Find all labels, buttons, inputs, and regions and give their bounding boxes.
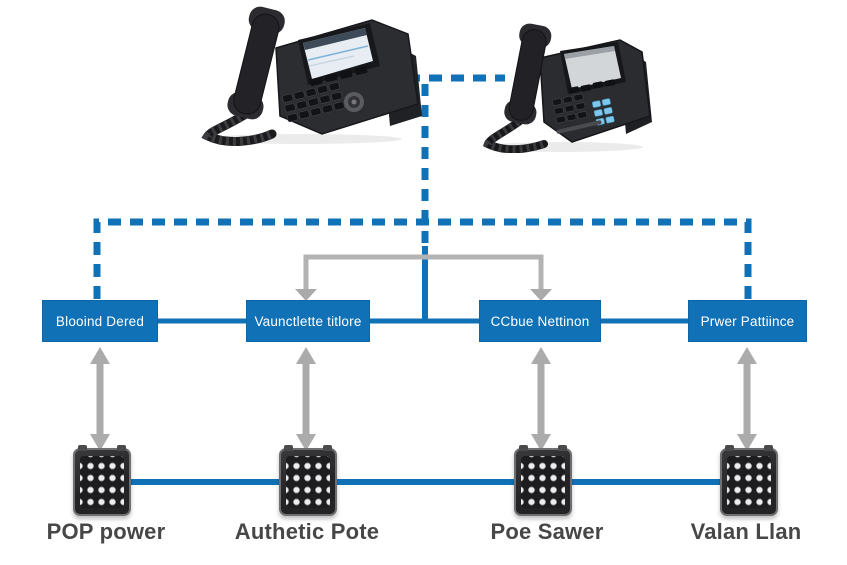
keypad-tab: [78, 445, 87, 451]
node-box-3: CCbue Nettinon: [479, 300, 601, 342]
keypad-buttons: [727, 456, 771, 508]
keypad-buttons: [521, 456, 565, 508]
double-arrow-icon: [737, 347, 757, 451]
keypad-tab: [284, 445, 293, 451]
keypad-buttons: [80, 456, 124, 508]
desk-phone-right-image: [468, 18, 653, 153]
device-caption-1: POP power: [46, 519, 166, 544]
node-box-2: Vaunctlette titlore: [246, 300, 370, 342]
node-label: Blooind Dered: [55, 313, 145, 329]
desk-phone-left-image: [182, 4, 424, 146]
node-label: Prwer Pattiince: [700, 313, 795, 329]
double-arrow-icon: [531, 347, 551, 451]
outer-dashed-bracket: [93, 218, 752, 299]
node-label: Vaunctlette titlore: [254, 313, 362, 329]
double-arrows: [90, 347, 757, 451]
keypad-device-icon: [73, 445, 131, 516]
keypad-tab: [117, 445, 126, 451]
keypad-buttons: [286, 456, 330, 508]
keypad-tab: [323, 445, 332, 451]
down-arrowhead-icon: [530, 289, 552, 301]
keypad-device-icon: [514, 445, 572, 516]
node-box-4: Prwer Pattiince: [688, 300, 807, 342]
node-label: CCbue Nettinon: [490, 313, 590, 329]
keypad-device-icon: [720, 445, 778, 516]
double-arrow-icon: [296, 347, 316, 451]
keypad-tab: [519, 445, 528, 451]
gray-bracket-line: [303, 254, 544, 290]
device-caption-2: Authetic Pote: [234, 519, 380, 544]
keypad-device-icon: [279, 445, 337, 516]
device-caption-3: Poe Sawer: [490, 519, 604, 544]
keypad-tab: [764, 445, 773, 451]
keypad-tab: [725, 445, 734, 451]
keypad-tab: [558, 445, 567, 451]
device-caption-4: Valan Llan: [690, 519, 802, 544]
double-arrow-icon: [90, 347, 110, 451]
node-box-1: Blooind Dered: [42, 300, 158, 342]
down-arrowhead-icon: [295, 289, 317, 301]
